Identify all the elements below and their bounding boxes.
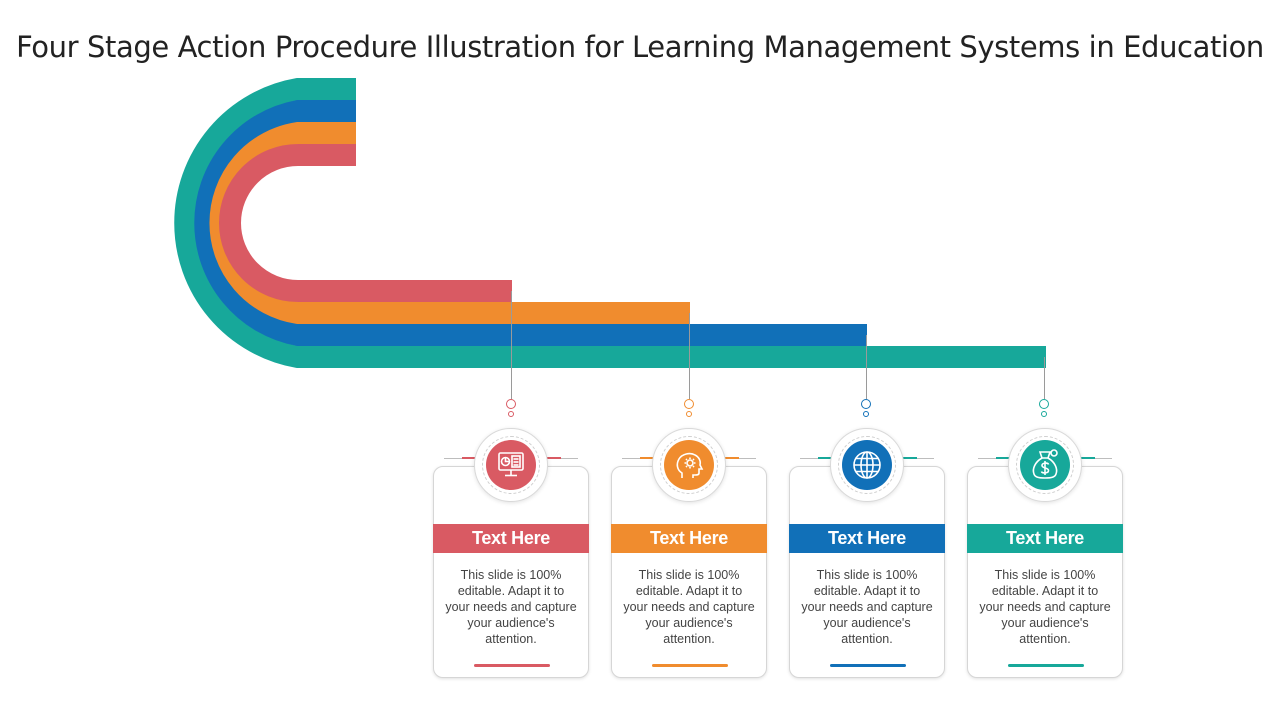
- head-gear-icon: [664, 440, 714, 490]
- side-accent-right-4: [1081, 457, 1095, 459]
- side-accent-left-2: [640, 457, 654, 459]
- card-body-text: This slide is 100% editable. Adapt it to…: [801, 568, 933, 646]
- band-blue: [194, 100, 867, 346]
- bubble-small-2: [686, 411, 692, 417]
- bubble-small-1: [508, 411, 514, 417]
- bubble-small-3: [863, 411, 869, 417]
- globe-icon: [842, 440, 892, 490]
- connector-line-3: [866, 335, 867, 399]
- card-accent-bar: [1008, 664, 1084, 667]
- side-accent-right-3: [903, 457, 917, 459]
- connector-line-1: [511, 291, 512, 399]
- side-accent-right-1: [547, 457, 561, 459]
- card-body-text: This slide is 100% editable. Adapt it to…: [445, 568, 577, 646]
- card-accent-bar: [652, 664, 728, 667]
- band-red: [219, 144, 512, 302]
- icon-ring-4: [1008, 428, 1082, 502]
- bubble-large-3: [861, 399, 871, 409]
- side-accent-left-3: [818, 457, 832, 459]
- icon-ring-2: [652, 428, 726, 502]
- band-teal: [174, 78, 1046, 368]
- slide-title: Four Stage Action Procedure Illustration…: [16, 30, 1264, 64]
- money-bag-icon: [1020, 440, 1070, 490]
- connector-line-4: [1044, 357, 1045, 399]
- bubble-large-4: [1039, 399, 1049, 409]
- side-accent-left-1: [462, 457, 476, 459]
- side-accent-left-4: [996, 457, 1010, 459]
- card-heading: Text Here: [789, 524, 945, 553]
- bubble-large-2: [684, 399, 694, 409]
- card-heading: Text Here: [967, 524, 1123, 553]
- connector-line-2: [689, 313, 690, 399]
- presentation-monitor-icon: [486, 440, 536, 490]
- card-accent-bar: [830, 664, 906, 667]
- bubble-small-4: [1041, 411, 1047, 417]
- card-accent-bar: [474, 664, 550, 667]
- card-heading: Text Here: [433, 524, 589, 553]
- card-body-text: This slide is 100% editable. Adapt it to…: [979, 568, 1111, 646]
- icon-ring-1: [474, 428, 548, 502]
- card-heading: Text Here: [611, 524, 767, 553]
- icon-ring-3: [830, 428, 904, 502]
- card-body-text: This slide is 100% editable. Adapt it to…: [623, 568, 755, 646]
- bubble-large-1: [506, 399, 516, 409]
- side-accent-right-2: [725, 457, 739, 459]
